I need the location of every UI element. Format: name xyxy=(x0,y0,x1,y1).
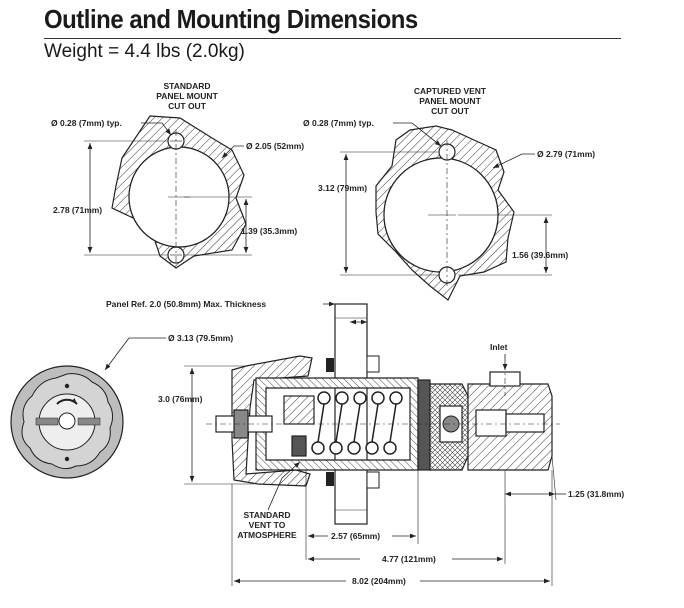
panel-nut-top xyxy=(326,358,334,372)
captured-hole-leader xyxy=(393,122,442,147)
body-bore xyxy=(505,413,545,433)
len-mid-label: 4.77 (121mm) xyxy=(382,554,436,564)
captured-hole-dia-label: Ø 0.28 (7mm) typ. xyxy=(303,118,374,128)
knob-bottom-screw xyxy=(64,456,70,462)
weight-label: Weight = 4.4 lbs (2.0kg) xyxy=(44,41,245,62)
captured-heading-1: CAPTURED VENT xyxy=(414,86,487,96)
page-title: Outline and Mounting Dimensions xyxy=(44,4,418,34)
captured-half-label: 1.56 (39.6mm) xyxy=(512,250,568,260)
panel-nut-bottom xyxy=(326,472,334,486)
standard-heading-3: CUT OUT xyxy=(168,101,207,111)
knob-top-screw xyxy=(64,383,70,389)
side-height-label: 3.0 (76mm) xyxy=(158,394,203,404)
panel-washer-bottom xyxy=(366,471,380,489)
captured-cutout-figure: CAPTURED VENT PANEL MOUNT CUT OUT Ø 0.28… xyxy=(303,86,595,301)
standard-height-label: 2.78 (71mm) xyxy=(53,205,102,215)
standard-half-label: 1.39 (35.3mm) xyxy=(241,226,297,236)
inlet-offset-label: 1.25 (31.8mm) xyxy=(568,489,624,499)
captured-heading-3: CUT OUT xyxy=(431,106,470,116)
vent-label-3: ATMOSPHERE xyxy=(237,530,297,540)
inlet-label: Inlet xyxy=(490,342,508,352)
standard-bore-dia-label: Ø 2.05 (52mm) xyxy=(246,141,304,151)
len-overall-label: 8.02 (204mm) xyxy=(352,576,406,586)
standard-cutout-figure: STANDARD PANEL MOUNT CUT OUT Ø 0.28 (7mm… xyxy=(51,81,304,269)
standard-hole-dia-label: Ø 0.28 (7mm) typ. xyxy=(51,118,122,128)
knob-left-label xyxy=(35,417,59,426)
panel-washer-top xyxy=(366,355,380,373)
title-divider xyxy=(44,38,621,39)
vent-label-1: STANDARD xyxy=(243,510,290,520)
captured-height-label: 3.12 (79mm) xyxy=(318,183,367,193)
standard-heading-2: PANEL MOUNT xyxy=(156,91,218,101)
side-knob-body xyxy=(231,355,313,487)
vent-label-2: VENT TO xyxy=(249,520,286,530)
panel-ref-label: Panel Ref. 2.0 (50.8mm) Max. Thickness xyxy=(106,299,266,309)
captured-heading-2: PANEL MOUNT xyxy=(419,96,481,106)
standard-heading-1: STANDARD xyxy=(163,81,210,91)
spring-button xyxy=(283,395,315,425)
knob-right-label xyxy=(77,417,101,426)
seat-cartridge xyxy=(475,409,507,437)
knob-rotation-arrow xyxy=(56,398,78,405)
range-spring xyxy=(311,391,403,455)
captured-bore-leader xyxy=(492,153,535,169)
knob-dia-label: Ø 3.13 (79.5mm) xyxy=(168,333,233,343)
standard-bore-leader xyxy=(221,145,244,159)
side-section-view: Panel Ref. 2.0 (50.8mm) Max. Thickness 3… xyxy=(106,299,624,586)
standard-hole-leader xyxy=(141,122,172,136)
inlet-offset-ext xyxy=(551,455,557,501)
knob-dia-leader xyxy=(104,337,166,371)
knob-hub xyxy=(58,412,76,430)
vent-leader xyxy=(267,461,301,511)
captured-bore-dia-label: Ø 2.79 (71mm) xyxy=(537,149,595,159)
spring-seat xyxy=(291,435,307,457)
len-body-label: 2.57 (65mm) xyxy=(331,531,380,541)
knob-front-view: Ø 3.13 (79.5mm) xyxy=(10,333,233,479)
diaphragm-plate xyxy=(417,379,431,471)
